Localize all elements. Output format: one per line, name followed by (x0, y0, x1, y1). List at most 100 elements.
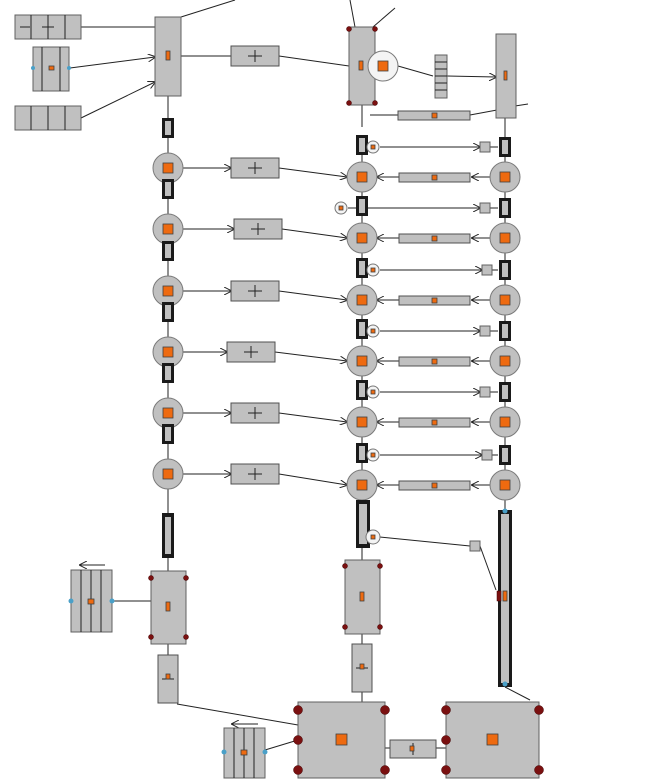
right-connector-2-inner (502, 201, 508, 215)
left-header-unit[interactable] (154, 16, 182, 97)
right-node-3-core (499, 294, 511, 306)
middle-node-4[interactable] (346, 345, 378, 377)
row-pipe-6[interactable] (230, 463, 280, 485)
lower-right-sensor[interactable] (469, 540, 481, 552)
return-pipe-4[interactable] (398, 356, 471, 367)
right-node-3[interactable] (489, 284, 521, 316)
left-node-1[interactable] (152, 152, 184, 184)
middle-node-3[interactable] (346, 284, 378, 316)
left-node-2[interactable] (152, 213, 184, 245)
right-connector-3[interactable] (499, 260, 511, 280)
bridge-valve-3[interactable] (366, 263, 380, 277)
row-links (183, 147, 498, 485)
left-node-2-core (162, 223, 174, 235)
right-node-1[interactable] (489, 161, 521, 193)
bridge-valve-4[interactable] (366, 324, 380, 338)
right-node-4[interactable] (489, 345, 521, 377)
right-node-1-core (499, 171, 511, 183)
middle-connector-3[interactable] (356, 258, 368, 278)
right-connector-4[interactable] (499, 321, 511, 341)
middle-bottom-pipe[interactable] (351, 643, 373, 693)
return-pipe-2[interactable] (398, 233, 471, 244)
left-side-filter[interactable] (68, 569, 115, 633)
left-connector-6[interactable] (162, 424, 174, 444)
bottom-filter[interactable] (221, 727, 268, 779)
bridge-sensor-1[interactable] (479, 141, 491, 153)
left-node-5-core (162, 407, 174, 419)
return-pipe-5-core (431, 419, 438, 426)
right-connector-2[interactable] (499, 198, 511, 218)
left-node-4[interactable] (152, 336, 184, 368)
row-pipe-5[interactable] (230, 402, 280, 424)
top-row-return-pipe[interactable] (397, 110, 471, 121)
left-node-6[interactable] (152, 458, 184, 490)
right-node-6[interactable] (489, 469, 521, 501)
return-pipe-6[interactable] (398, 480, 471, 491)
row-pipe-4[interactable] (226, 341, 276, 363)
return-pipe-1[interactable] (398, 172, 471, 183)
right-node-2-core (499, 232, 511, 244)
row-pipe-2[interactable] (233, 218, 283, 240)
bridge-sensor-2[interactable] (479, 202, 491, 214)
bridge-sensor-4[interactable] (479, 325, 491, 337)
large-tank-right[interactable] (441, 701, 544, 779)
middle-node-2[interactable] (346, 222, 378, 254)
bridge-sensor-5-body (479, 386, 491, 398)
left-node-4-core (162, 346, 174, 358)
left-node-3[interactable] (152, 275, 184, 307)
return-pipe-5[interactable] (398, 417, 471, 428)
left-connector-4[interactable] (162, 302, 174, 322)
return-pipe-3[interactable] (398, 295, 471, 306)
middle-connector-2[interactable] (356, 196, 368, 216)
left-bottom-pipe[interactable] (157, 654, 179, 704)
middle-node-4-core (356, 355, 368, 367)
tank-link-pipe[interactable] (389, 739, 437, 759)
middle-connector-6[interactable] (356, 443, 368, 463)
return-pipe-1-core (431, 174, 438, 181)
left-node-5[interactable] (152, 397, 184, 429)
row-pipe-3[interactable] (230, 280, 280, 302)
middle-connector-4[interactable] (356, 319, 368, 339)
left-connector-5[interactable] (162, 363, 174, 383)
left-lower-tank[interactable] (148, 570, 189, 645)
top-left-feed-block-1[interactable] (14, 14, 82, 40)
top-left-feed-block-3[interactable] (14, 105, 82, 131)
large-tank-left[interactable] (293, 701, 390, 779)
return-pipe-4-core (431, 358, 438, 365)
row-pipe-1[interactable] (230, 157, 280, 179)
bridge-sensor-6[interactable] (481, 449, 493, 461)
left-connector-2[interactable] (162, 179, 174, 199)
bridge-valve-2[interactable] (334, 201, 348, 215)
bridge-sensor-3[interactable] (481, 264, 493, 276)
right-connector-6[interactable] (499, 445, 511, 465)
right-riser[interactable] (496, 508, 512, 688)
middle-node-5[interactable] (346, 406, 378, 438)
top-gate[interactable] (434, 54, 448, 99)
right-connector-1[interactable] (499, 137, 511, 157)
right-node-5[interactable] (489, 406, 521, 438)
bridge-sensor-3-body (481, 264, 493, 276)
middle-connector-1[interactable] (356, 135, 368, 155)
return-pipe-3-core (431, 297, 438, 304)
left-connector-1[interactable] (162, 118, 174, 138)
right-node-2[interactable] (489, 222, 521, 254)
bridge-sensor-5[interactable] (479, 386, 491, 398)
lower-middle-valve[interactable] (365, 529, 381, 545)
left-connector-3-inner (165, 244, 171, 258)
left-connector-3[interactable] (162, 241, 174, 261)
middle-connector-5[interactable] (356, 380, 368, 400)
middle-connector-6-inner (359, 446, 365, 460)
right-connector-3-inner (502, 263, 508, 277)
right-header-unit[interactable] (495, 33, 517, 119)
top-row-left-pipe[interactable] (230, 45, 280, 67)
left-lower-connector[interactable] (162, 513, 174, 558)
middle-node-1[interactable] (346, 161, 378, 193)
middle-lower-tank[interactable] (342, 559, 383, 635)
top-left-feed-block-2[interactable] (31, 46, 71, 92)
bridge-valve-6[interactable] (366, 448, 380, 462)
bridge-valve-1[interactable] (366, 140, 380, 154)
right-connector-5[interactable] (499, 382, 511, 402)
middle-node-6[interactable] (346, 469, 378, 501)
bridge-valve-5[interactable] (366, 385, 380, 399)
top-valve[interactable] (367, 50, 399, 82)
